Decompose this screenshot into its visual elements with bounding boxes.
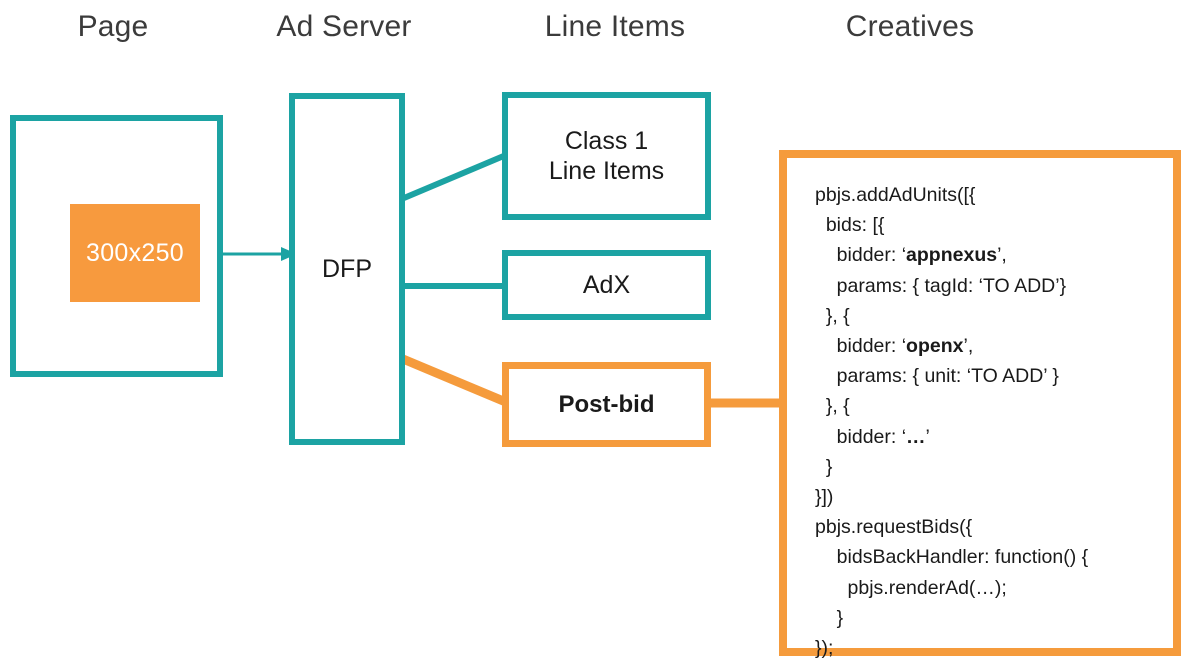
code-line: bidder: ‘…’: [815, 425, 930, 448]
code-bold-token: …: [906, 425, 926, 448]
creatives-code-listing: pbjs.addAdUnits([{ bids: [{ bidder: ‘app…: [815, 180, 1165, 663]
code-line: pbjs.renderAd(…);: [815, 576, 1007, 599]
column-header-line-items: Line Items: [515, 10, 715, 44]
creative-300x250-block: 300x250: [70, 204, 200, 302]
column-header-creatives-label: Creatives: [845, 10, 975, 43]
column-header-creatives: Creatives: [810, 10, 1010, 44]
code-line: params: { tagId: ‘TO ADD’}: [815, 274, 1067, 297]
code-line: bids: [{: [815, 214, 885, 237]
column-header-page: Page: [13, 10, 213, 44]
column-header-line-items-label: Line Items: [544, 10, 686, 43]
code-line: });: [815, 637, 834, 660]
code-bold-token: openx: [906, 335, 964, 358]
line-item-post-bid-box: Post-bid: [502, 362, 711, 447]
code-line: }, {: [815, 304, 850, 327]
code-line: params: { unit: ‘TO ADD’ }: [815, 365, 1059, 388]
code-line: bidder: ‘openx’,: [815, 335, 974, 358]
code-bold-token: appnexus: [906, 244, 998, 267]
code-line: }: [815, 606, 844, 629]
code-line: bidsBackHandler: function() {: [815, 546, 1089, 569]
line-item-post-bid-label: Post-bid: [558, 390, 655, 418]
ad-server-dfp-box: DFP: [289, 93, 405, 445]
column-header-ad-server: Ad Server: [244, 10, 444, 44]
connector-dfp-to-class-1: [402, 152, 508, 201]
line-item-adx-box: AdX: [502, 250, 711, 320]
connector-dfp-to-post-bid: [401, 354, 510, 408]
code-line: pbjs.requestBids({: [815, 516, 973, 539]
line-item-adx-label: AdX: [582, 270, 631, 299]
ad-server-dfp-label: DFP: [322, 254, 372, 283]
line-item-class-1-box: Class 1 Line Items: [502, 92, 711, 220]
creative-size-label: 300x250: [85, 238, 185, 267]
code-line: }, {: [815, 395, 850, 418]
column-header-page-label: Page: [77, 10, 149, 43]
code-line: bidder: ‘appnexus’,: [815, 244, 1007, 267]
column-header-ad-server-label: Ad Server: [276, 10, 412, 43]
code-line: pbjs.addAdUnits([{: [815, 184, 976, 206]
line-item-class-1-label: Class 1 Line Items: [548, 126, 665, 186]
creatives-code-box: pbjs.addAdUnits([{ bids: [{ bidder: ‘app…: [779, 150, 1181, 659]
code-line: }: [815, 455, 833, 478]
code-line: }]): [815, 486, 834, 509]
